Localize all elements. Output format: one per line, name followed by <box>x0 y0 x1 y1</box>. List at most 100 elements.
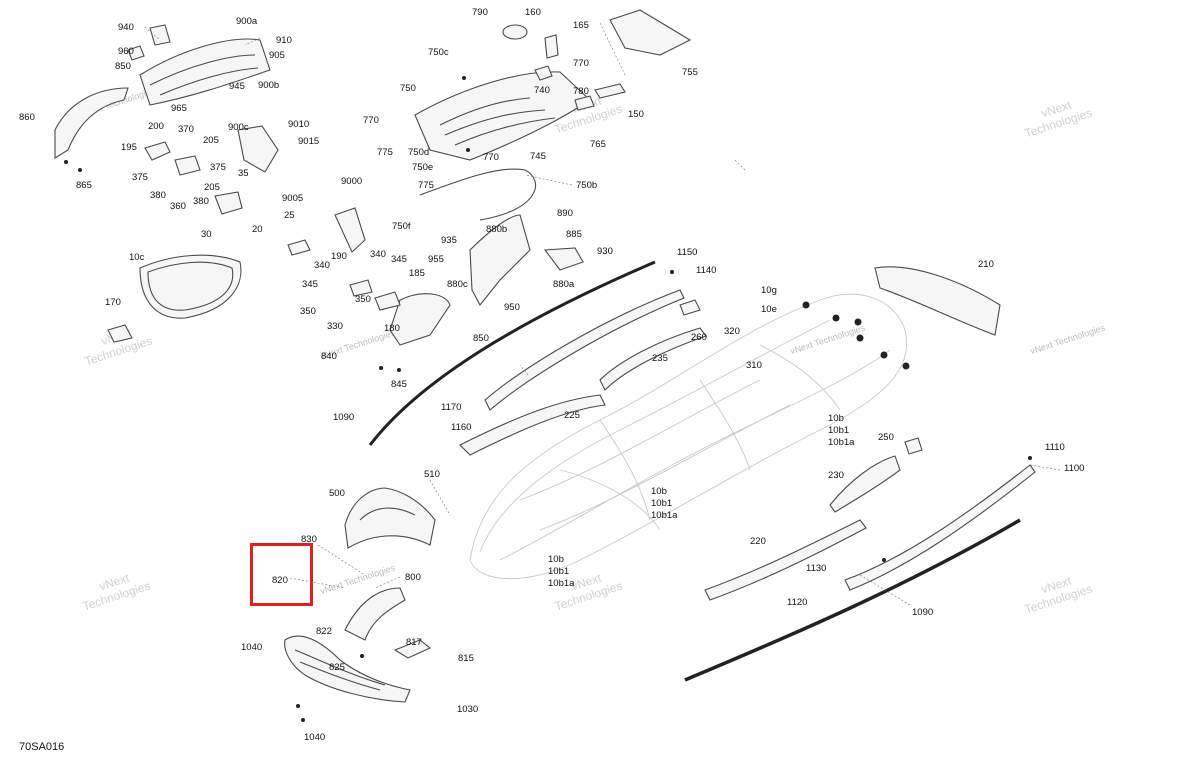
callout-10b: 10b <box>828 413 844 424</box>
callout-750d: 750d <box>408 147 429 158</box>
callout-965: 965 <box>171 103 187 114</box>
callout-840: 840 <box>321 351 337 362</box>
callout-165: 165 <box>573 20 589 31</box>
callout-900c: 900c <box>228 122 249 133</box>
callout-10b: 10b <box>651 486 667 497</box>
callout-770: 770 <box>363 115 379 126</box>
callout-775: 775 <box>418 180 434 191</box>
callout-960: 960 <box>118 46 134 57</box>
callout-955: 955 <box>428 254 444 265</box>
callout-1140: 1140 <box>696 265 716 276</box>
callout-740: 740 <box>534 85 550 96</box>
callout-345: 345 <box>391 254 407 265</box>
callout-30: 30 <box>201 229 212 240</box>
callout-170: 170 <box>105 297 121 308</box>
callout-10c: 10c <box>129 252 145 263</box>
callout-1100: 1100 <box>1064 463 1084 474</box>
callout-345: 345 <box>302 279 318 290</box>
callout-160: 160 <box>525 7 541 18</box>
callout-790: 790 <box>472 7 488 18</box>
watermarks: vNext Technologies vNext Technologies vN… <box>79 85 1107 616</box>
callout-150: 150 <box>628 109 644 120</box>
callout-200: 200 <box>148 121 164 132</box>
callout-9010: 9010 <box>288 119 309 130</box>
callout-195: 195 <box>121 142 137 153</box>
callout-825: 825 <box>329 662 345 673</box>
callout-205: 205 <box>203 135 219 146</box>
callout-770: 770 <box>483 152 499 163</box>
callout-905: 905 <box>269 50 285 61</box>
callout-1040: 1040 <box>241 642 262 653</box>
fasteners <box>64 76 1032 722</box>
callout-900a: 900a <box>236 16 258 27</box>
callout-1110: 1110 <box>1045 442 1065 453</box>
callout-765: 765 <box>590 139 606 150</box>
callout-950: 950 <box>504 302 520 313</box>
callout-190: 190 <box>331 251 347 262</box>
callout-210: 210 <box>978 259 994 270</box>
callout-1160: 1160 <box>451 422 471 433</box>
callout-1170: 1170 <box>441 402 461 413</box>
callout-935: 935 <box>441 235 457 246</box>
callout-1090: 1090 <box>912 607 933 618</box>
callout-230: 230 <box>828 470 844 481</box>
callout-10e: 10e <box>761 304 777 315</box>
callout-885: 885 <box>566 229 582 240</box>
callout-800: 800 <box>405 572 421 583</box>
callout-817: 817 <box>406 637 422 648</box>
callout-1130: 1130 <box>806 563 826 574</box>
callout-235: 235 <box>652 353 668 364</box>
callout-750f: 750f <box>392 221 411 232</box>
callout-375: 375 <box>132 172 148 183</box>
callout-775: 775 <box>377 147 393 158</box>
callout-750e: 750e <box>412 162 433 173</box>
callout-225: 225 <box>564 410 580 421</box>
callout-labels: 940 900a 910 960 905 850 945 900b 965 86… <box>19 7 1084 743</box>
callout-10b1a: 10b1a <box>548 578 575 589</box>
leader-lines <box>144 22 1061 606</box>
hull-outline <box>469 293 907 580</box>
callout-310: 310 <box>746 360 762 371</box>
callout-750: 750 <box>400 83 416 94</box>
callout-940: 940 <box>118 22 134 33</box>
callout-20: 20 <box>252 224 263 235</box>
callout-850: 850 <box>473 333 489 344</box>
callout-930: 930 <box>597 246 613 257</box>
callout-350: 350 <box>355 294 371 305</box>
callout-320: 320 <box>724 326 740 337</box>
callout-780: 780 <box>573 86 589 97</box>
diagram-reference-code: 70SA016 <box>19 741 65 753</box>
nose-assembly <box>284 487 436 703</box>
callout-750c: 750c <box>428 47 449 58</box>
callout-750b: 750b <box>576 180 597 191</box>
callout-500: 500 <box>329 488 345 499</box>
callout-9005: 9005 <box>282 193 303 204</box>
callout-880b: 880b <box>486 224 507 235</box>
callout-10b1a: 10b1a <box>651 510 678 521</box>
middle-components <box>107 207 584 346</box>
callout-820: 820 <box>272 575 288 586</box>
callout-1150: 1150 <box>677 247 697 258</box>
callout-25: 25 <box>284 210 295 221</box>
callout-910: 910 <box>276 35 292 46</box>
callout-890: 890 <box>557 208 573 219</box>
callout-1030: 1030 <box>457 704 478 715</box>
callout-260: 260 <box>691 332 707 343</box>
callout-180: 180 <box>384 323 400 334</box>
callout-380: 380 <box>150 190 166 201</box>
callout-340: 340 <box>370 249 386 260</box>
callout-845: 845 <box>391 379 407 390</box>
callout-250: 250 <box>878 432 894 443</box>
callout-9015: 9015 <box>298 136 319 147</box>
callout-1090: 1090 <box>333 412 354 423</box>
callout-860: 860 <box>19 112 35 123</box>
watermark: vNext Technologies <box>1029 322 1107 356</box>
callout-510: 510 <box>424 469 440 480</box>
callout-330: 330 <box>327 321 343 332</box>
callout-755: 755 <box>682 67 698 78</box>
callout-770: 770 <box>573 58 589 69</box>
callout-350: 350 <box>300 306 316 317</box>
callout-10b1a: 10b1a <box>828 437 855 448</box>
callout-830: 830 <box>301 534 317 545</box>
callout-10g: 10g <box>761 285 777 296</box>
